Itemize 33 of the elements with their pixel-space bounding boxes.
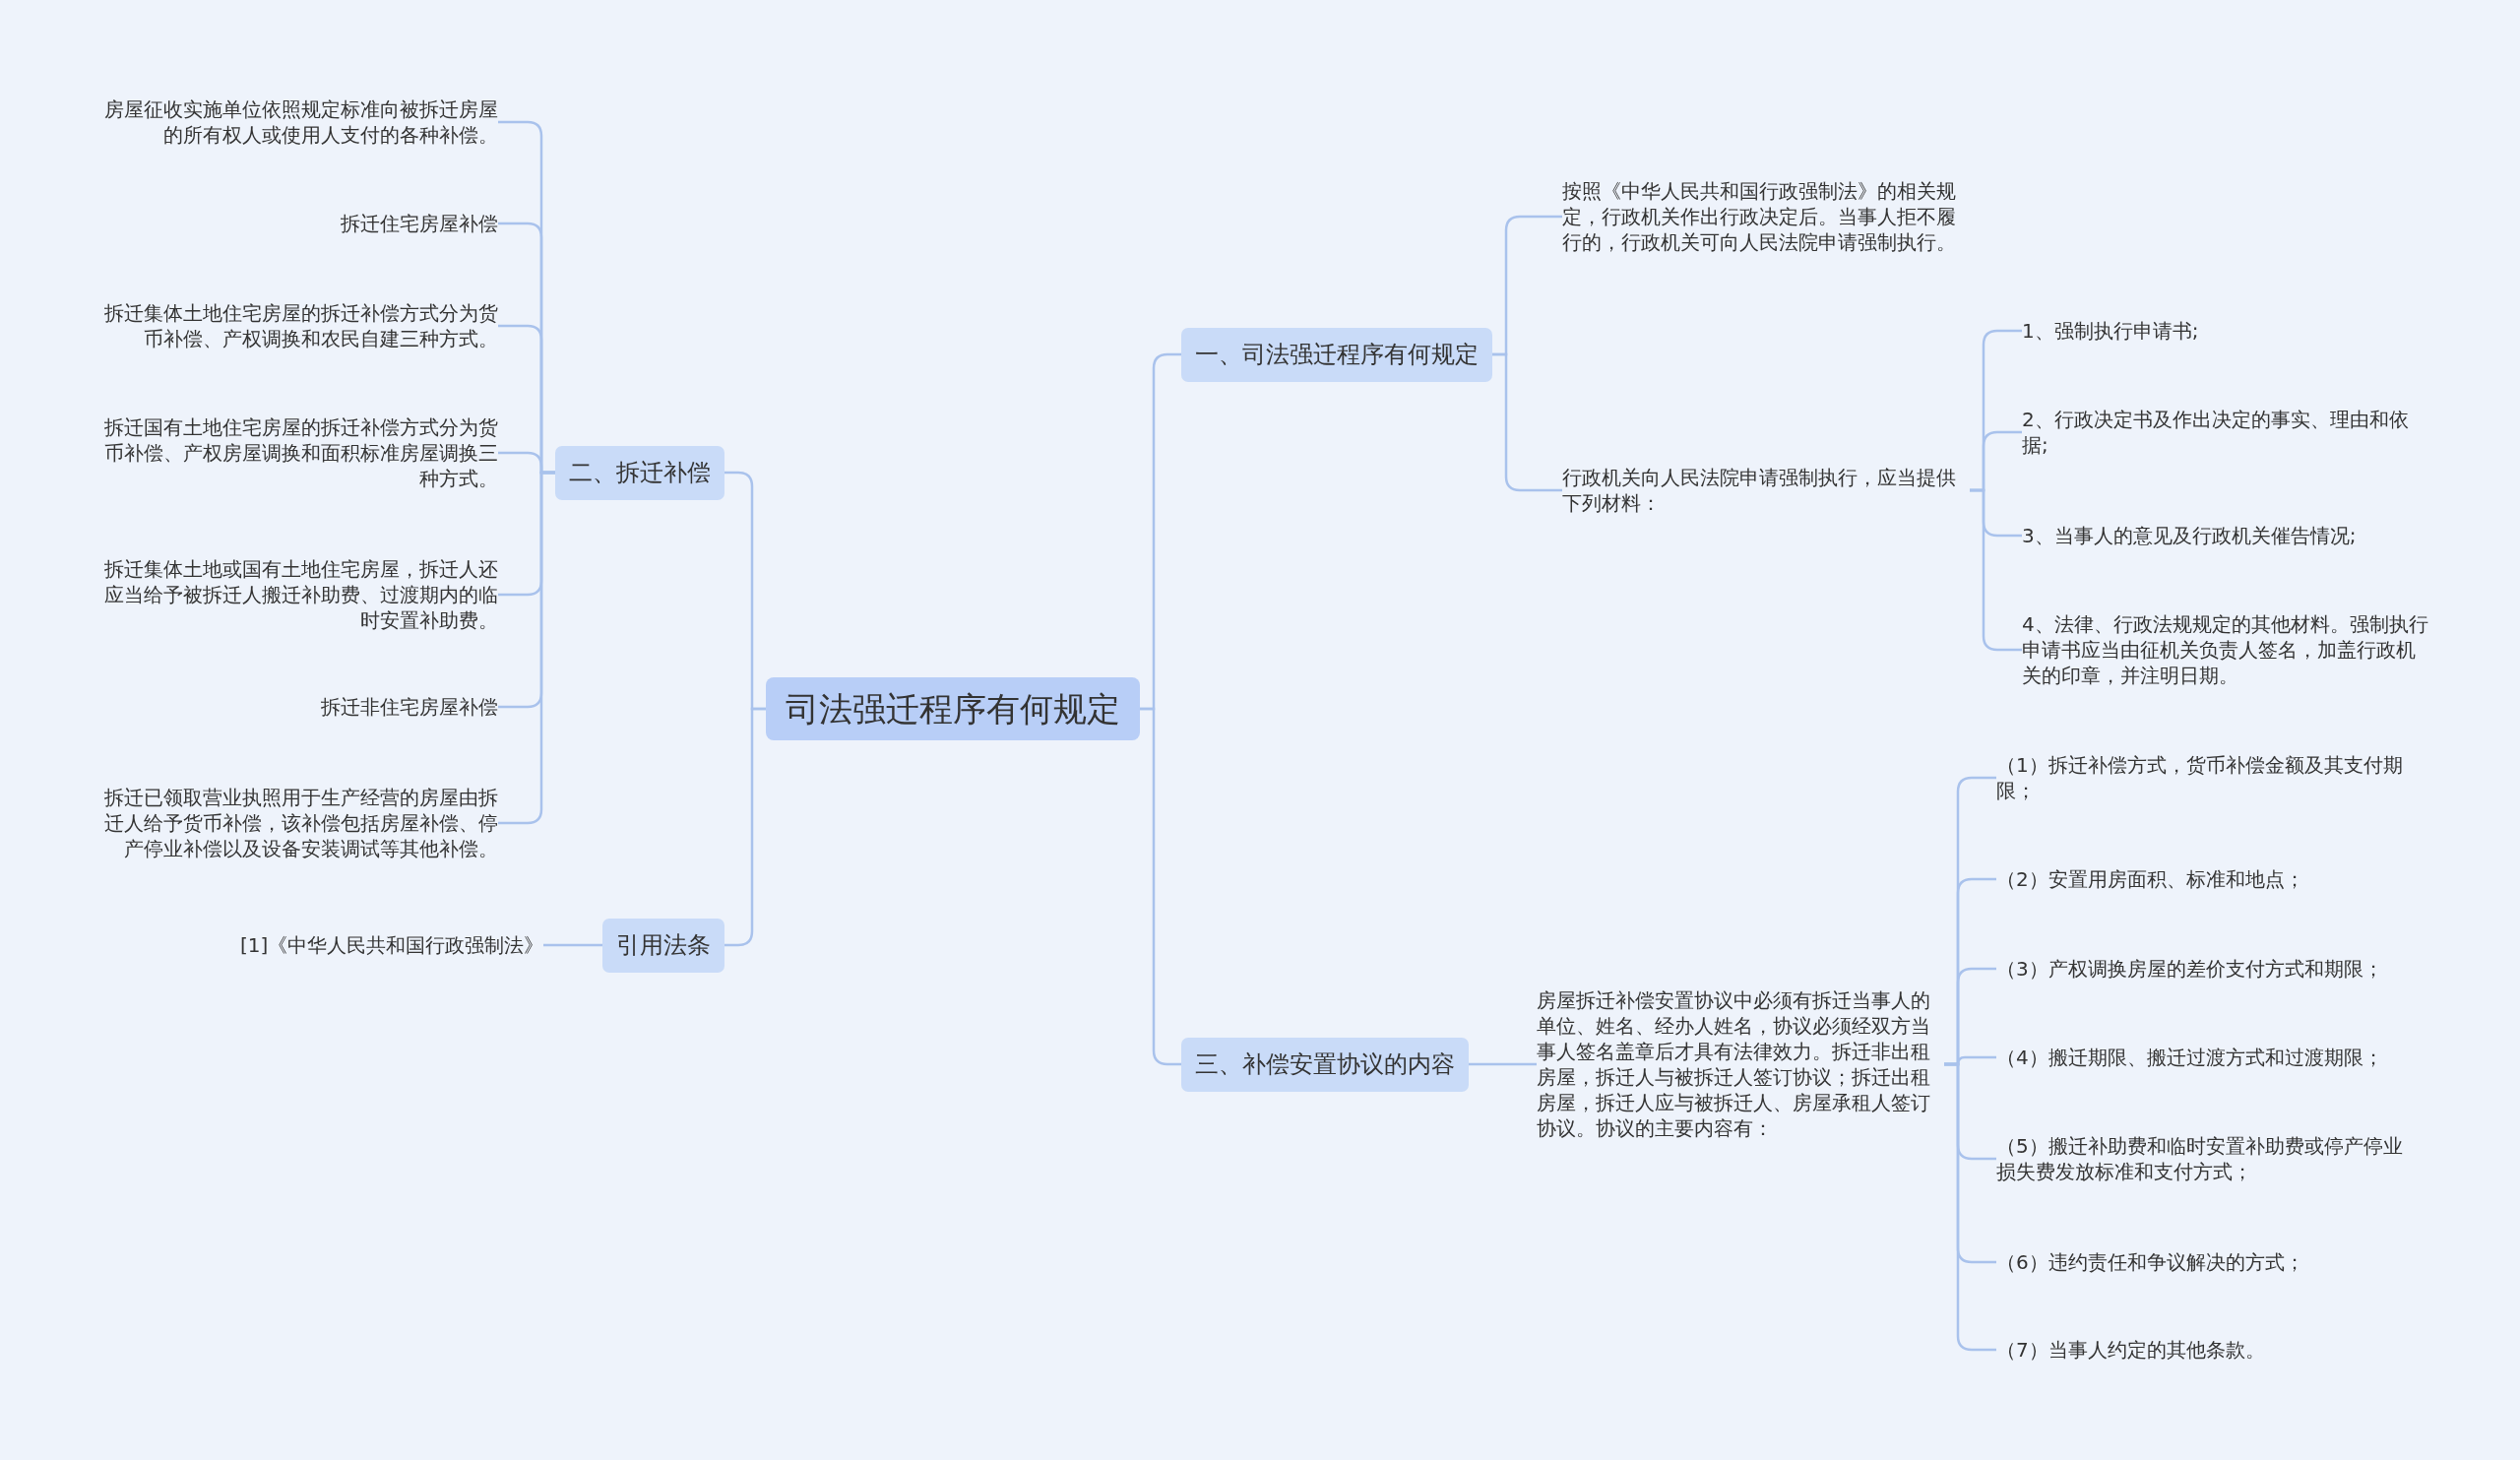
connector-line <box>498 471 555 825</box>
connector-line <box>1492 352 1562 492</box>
note-text: 3、当事人的意见及行政机关催告情况; <box>2022 523 2357 548</box>
note-text: 按照《中华人民共和国行政强制法》的相关规定，行政机关作出行政决定后。当事人拒不履行的，行政机关可向人民法院申请强制执行。 <box>1562 178 1970 255</box>
central-topic-box: 司法强迁程序有何规定 <box>766 677 1140 741</box>
note-text: 1、强制执行申请书; <box>2022 318 2199 344</box>
note-text: 4、法律、行政法规规定的其他材料。强制执行申请书应当由征机关负责人签名，加盖行政机关的印章，并注明日期。 <box>2022 611 2429 688</box>
note-text: （2）安置用房面积、标准和地点； <box>1996 866 2304 892</box>
note-text: 拆迁已领取营业执照用于生产经营的房屋由拆迁人给予货币补偿，该补偿包括房屋补偿、停产停业补偿以及设备安装调试等其他补偿。 <box>91 785 498 861</box>
note-text: 拆迁集体土地或国有土地住宅房屋，拆迁人还应当给予被拆迁人搬迁补助费、过渡期内的临时安置补助费。 <box>91 556 498 633</box>
note-text: （7）当事人约定的其他条款。 <box>1996 1337 2265 1363</box>
note-text: （6）违约责任和争议解决的方式； <box>1996 1249 2304 1275</box>
connector-line <box>1469 1062 1537 1066</box>
note-text: （1）拆迁补偿方式，货币补偿金额及其支付期限； <box>1996 752 2404 803</box>
topic-box: 一、司法强迁程序有何规定 <box>1181 327 1492 382</box>
note-text: 拆迁集体土地住宅房屋的拆迁补偿方式分为货币补偿、产权调换和农民自建三种方式。 <box>91 300 498 351</box>
note-text: 2、行政决定书及作出决定的事实、理由和依据; <box>2022 407 2429 458</box>
topic-box: 引用法条 <box>602 918 724 973</box>
note-text: 房屋征收实施单位依照规定标准向被拆迁房屋的所有权人或使用人支付的各种补偿。 <box>91 96 498 148</box>
connector-line <box>543 943 602 947</box>
note-text: 行政机关向人民法院申请强制执行，应当提供下列材料： <box>1562 465 1970 516</box>
note-text: （4）搬迁期限、搬迁过渡方式和过渡期限； <box>1996 1045 2383 1070</box>
note-text: 房屋拆迁补偿安置协议中必须有拆迁当事人的单位、姓名、经办人姓名，协议必须经双方当事人签名盖章后才具有法律效力。拆迁非出租房屋，拆迁人与被拆迁人签订协议；拆迁出租房屋，拆迁人应与被拆迁人、房屋承租人签订协议。协议的主要内容有： <box>1537 987 1944 1141</box>
note-text: 拆迁住宅房屋补偿 <box>341 211 498 236</box>
topic-box: 三、补偿安置协议的内容 <box>1181 1037 1469 1092</box>
note-text: （5）搬迁补助费和临时安置补助费或停产停业损失费发放标准和支付方式； <box>1996 1133 2404 1184</box>
note-text: [1]《中华人民共和国行政强制法》 <box>240 932 544 958</box>
note-text: （3）产权调换房屋的差价支付方式和期限； <box>1996 956 2383 982</box>
connector-line <box>1944 1062 1996 1352</box>
note-text: 拆迁非住宅房屋补偿 <box>321 694 498 720</box>
topic-box: 二、拆迁补偿 <box>555 445 724 500</box>
note-text: 拆迁国有土地住宅房屋的拆迁补偿方式分为货币补偿、产权房屋调换和面积标准房屋调换三种方式。 <box>91 414 498 491</box>
connector-line <box>1970 488 2022 652</box>
